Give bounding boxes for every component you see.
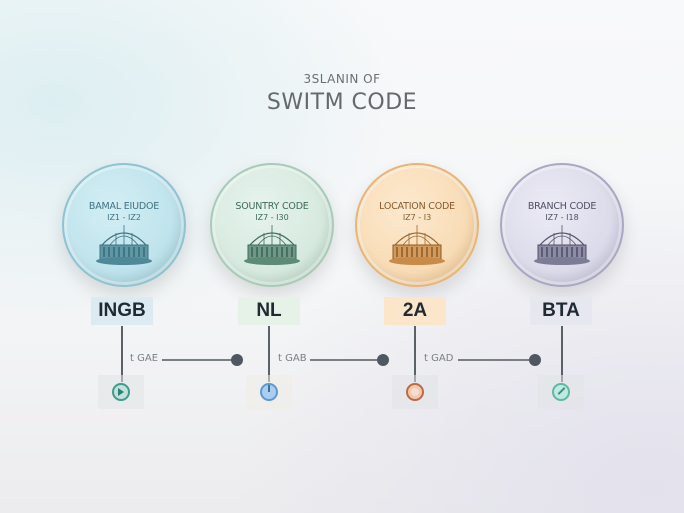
- coin-label: BAMAL EIUDOE: [88, 201, 160, 212]
- dome-building-icon: [244, 225, 300, 265]
- horizontal-connector: [458, 359, 530, 361]
- icon-tile-country: [246, 375, 292, 409]
- diagram-title: SWITM CODE: [266, 90, 418, 115]
- vertical-connector-country: [268, 326, 270, 382]
- play-circle-icon: [112, 383, 130, 401]
- coin-bank-code: BAMAL EIUDOE IZ1 - IZ2: [62, 163, 186, 287]
- dome-building-icon: [534, 225, 590, 265]
- dome-building-icon: [96, 225, 152, 265]
- coin-label: SOUNTRY CODE: [235, 201, 309, 212]
- connector-label: t GAD: [424, 353, 454, 364]
- coin-range: IZ7 - I18: [545, 213, 579, 222]
- code-box-country: NL: [238, 297, 300, 325]
- horizontal-connector: [310, 359, 380, 361]
- code-box-branch: BTA: [530, 297, 592, 325]
- coin-country-code: SOUNTRY CODE IZ7 - I30: [210, 163, 334, 287]
- diagram-subtitle: 3SLANIN OF: [303, 72, 381, 86]
- connector-dot: [231, 354, 243, 366]
- connector-label: t GAB: [278, 353, 307, 364]
- coin-branch-code: BRANCH CODE IZ7 - I18: [500, 163, 624, 287]
- coin-location-code: LOCATION CODE IZ7 - I3: [355, 163, 479, 287]
- vertical-connector-branch: [561, 326, 563, 382]
- vertical-connector-location: [414, 326, 416, 382]
- compass-circle-icon: [552, 383, 570, 401]
- power-circle-icon: [260, 383, 278, 401]
- connector-dot: [377, 354, 389, 366]
- coin-label: LOCATION CODE: [379, 201, 455, 212]
- coin-range: IZ7 - I30: [255, 213, 289, 222]
- connector-label: t GAE: [130, 353, 159, 364]
- connector-dot: [529, 354, 541, 366]
- icon-tile-branch: [538, 375, 584, 409]
- icon-tile-bank: [98, 375, 144, 409]
- horizontal-connector: [162, 359, 236, 361]
- code-box-bank: INGB: [91, 297, 153, 325]
- dome-building-icon: [389, 225, 445, 265]
- coin-range: IZ1 - IZ2: [107, 213, 141, 222]
- vertical-connector-bank: [121, 326, 123, 382]
- code-box-location: 2A: [384, 297, 446, 325]
- ring-circle-icon: [406, 383, 424, 401]
- coin-range: IZ7 - I3: [402, 213, 432, 222]
- coin-label: BRANCH CODE: [527, 201, 597, 212]
- title-block: 3SLANIN OF SWITM CODE: [0, 72, 684, 116]
- icon-tile-location: [392, 375, 438, 409]
